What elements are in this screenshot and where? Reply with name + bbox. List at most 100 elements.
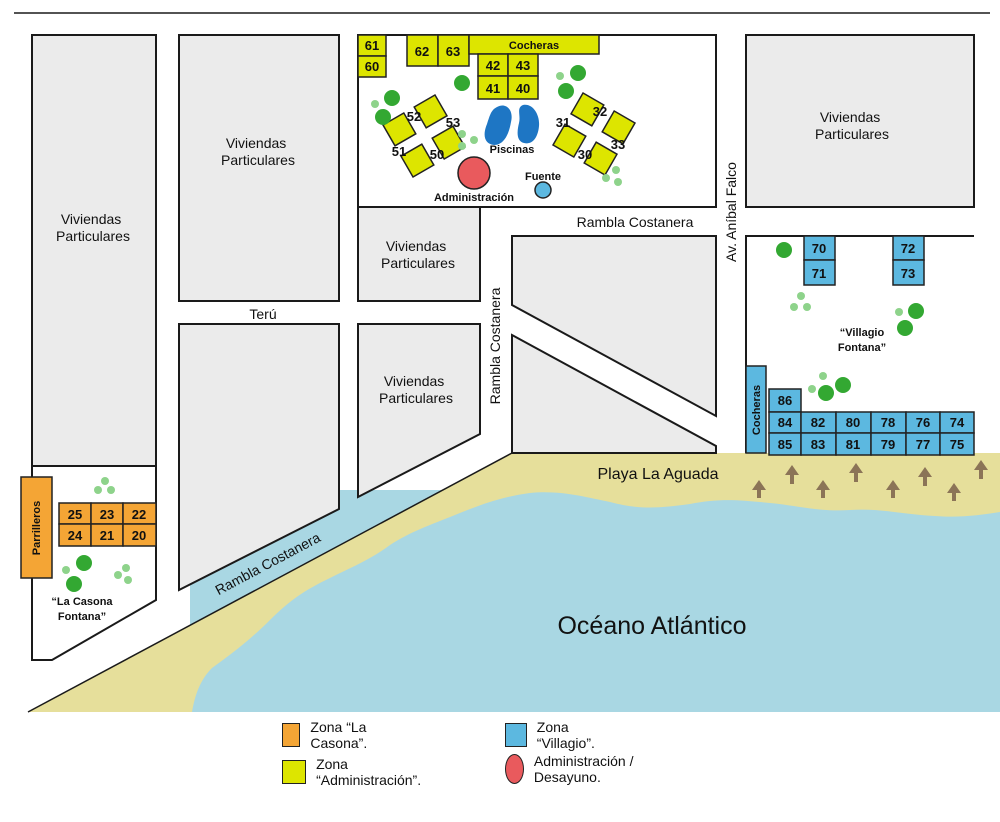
tree-icon bbox=[614, 178, 622, 186]
tree-icon bbox=[556, 72, 564, 80]
block-lower-left bbox=[178, 323, 340, 592]
unit-73[interactable] bbox=[892, 259, 925, 286]
block-label-5-line2: Particulares bbox=[815, 126, 889, 142]
palms bbox=[752, 460, 988, 501]
unit-70[interactable] bbox=[803, 235, 836, 261]
unit-32[interactable] bbox=[601, 109, 637, 145]
block-label-5-line1: Viviendas bbox=[820, 109, 880, 125]
administracion-building[interactable] bbox=[457, 156, 491, 190]
unit-31[interactable] bbox=[569, 91, 605, 127]
tree-icon bbox=[818, 385, 834, 401]
legend-item-villagio: Zona “Villagio”. bbox=[505, 719, 603, 751]
block-label-1-line1: Viviendas bbox=[61, 211, 121, 227]
block-label-2: Viviendas Particulares bbox=[221, 135, 295, 168]
block-label-4: Viviendas Particulares bbox=[379, 373, 453, 406]
unit-label-79: 79 bbox=[881, 437, 895, 452]
unit-75[interactable] bbox=[939, 432, 975, 456]
tree-icon bbox=[124, 576, 132, 584]
unit-label-42: 42 bbox=[486, 58, 500, 73]
block-label-3-line2: Particulares bbox=[381, 255, 455, 271]
casona-name-line1: “La Casona bbox=[51, 596, 113, 608]
block-lower-mid bbox=[357, 323, 481, 499]
tree-icon bbox=[776, 242, 792, 258]
unit-label-86: 86 bbox=[778, 393, 792, 408]
casona-name-line2: Fontana” bbox=[58, 611, 106, 623]
tree-icon bbox=[375, 109, 391, 125]
palm-icon bbox=[974, 460, 988, 479]
tree-icon bbox=[66, 576, 82, 592]
tree-icon bbox=[897, 320, 913, 336]
unit-label-73: 73 bbox=[901, 266, 915, 281]
palm-icon bbox=[947, 483, 961, 501]
block-upper-mid bbox=[178, 34, 340, 302]
block-label-3-line1: Viviendas bbox=[386, 238, 446, 254]
street-label-rambla-vertical: Rambla Costanera bbox=[487, 287, 503, 404]
block-diagonal-upper bbox=[511, 235, 717, 418]
unit-33[interactable] bbox=[583, 141, 619, 177]
street-label-rambla-top: Rambla Costanera bbox=[577, 214, 694, 230]
tree-icon bbox=[558, 83, 574, 99]
legend-label-administracion-building: Administración / Desayuno. bbox=[533, 753, 634, 785]
unit-53[interactable] bbox=[413, 93, 449, 129]
block-label-2-line2: Particulares bbox=[221, 152, 295, 168]
tree-icon bbox=[107, 486, 115, 494]
block-label-1: Viviendas Particulares bbox=[56, 211, 130, 244]
unit-label-41: 41 bbox=[486, 81, 500, 96]
cocheras-side-label: Cocheras bbox=[751, 385, 763, 435]
palm-icon bbox=[918, 467, 932, 486]
unit-label-62: 62 bbox=[415, 44, 429, 59]
tree-icon bbox=[101, 477, 109, 485]
unit-label-21: 21 bbox=[100, 528, 114, 543]
unit-label-23: 23 bbox=[100, 507, 114, 522]
palm-icon bbox=[785, 465, 799, 484]
administracion-label: Administración bbox=[434, 192, 514, 204]
unit-72[interactable] bbox=[892, 235, 925, 261]
legend-item-administracion-zone: Zona “Administración”. bbox=[282, 756, 427, 788]
villagio-name-line1: “Villagio bbox=[840, 327, 885, 339]
pool-label: Piscinas bbox=[490, 144, 535, 156]
villagio-zone bbox=[745, 235, 975, 456]
tree-icon bbox=[612, 166, 620, 174]
palm-icon bbox=[849, 463, 863, 482]
street-label-teru: Terú bbox=[249, 306, 276, 322]
legend-label-administracion-zone: Zona “Administración”. bbox=[316, 756, 422, 788]
block-upper-right bbox=[745, 34, 975, 208]
parrilleros-label: Parrilleros bbox=[31, 501, 43, 555]
tree-icon bbox=[908, 303, 924, 319]
tree-icon bbox=[797, 292, 805, 300]
unit-52[interactable] bbox=[381, 111, 417, 147]
unit-30[interactable] bbox=[551, 123, 587, 159]
legend-swatch-villagio bbox=[505, 723, 527, 747]
unit-label-25: 25 bbox=[68, 507, 82, 522]
unit-label-81: 81 bbox=[846, 437, 860, 452]
unit-60[interactable] bbox=[357, 55, 387, 78]
block-label-1-line2: Particulares bbox=[56, 228, 130, 244]
pool-left bbox=[484, 105, 512, 145]
tree-icon bbox=[790, 303, 798, 311]
tree-icon bbox=[895, 308, 903, 316]
block-left-long bbox=[31, 34, 157, 467]
legend-item-casona: Zona “La Casona”. bbox=[282, 719, 379, 751]
unit-label-32: 32 bbox=[593, 104, 607, 119]
unit-label-76: 76 bbox=[916, 415, 930, 430]
unit-label-74: 74 bbox=[950, 415, 965, 430]
casona-zone bbox=[20, 476, 157, 579]
unit-71[interactable] bbox=[803, 259, 836, 286]
parrilleros bbox=[20, 476, 53, 579]
unit-51[interactable] bbox=[399, 143, 435, 179]
pool-right bbox=[517, 104, 540, 144]
unit-label-70: 70 bbox=[812, 241, 826, 256]
block-label-3: Viviendas Particulares bbox=[381, 238, 455, 271]
tree-icon bbox=[602, 174, 610, 182]
palm-icon bbox=[886, 480, 900, 498]
block-label-5: Viviendas Particulares bbox=[815, 109, 889, 142]
tree-icon bbox=[384, 90, 400, 106]
legend-label-casona: Zona “La Casona”. bbox=[310, 719, 368, 751]
tree-icon bbox=[570, 65, 586, 81]
unit-20[interactable] bbox=[122, 523, 157, 547]
unit-label-80: 80 bbox=[846, 415, 860, 430]
tree-icon bbox=[454, 75, 470, 91]
tree-icon bbox=[470, 136, 478, 144]
unit-40[interactable] bbox=[507, 75, 539, 100]
fuente-fountain bbox=[534, 181, 552, 199]
